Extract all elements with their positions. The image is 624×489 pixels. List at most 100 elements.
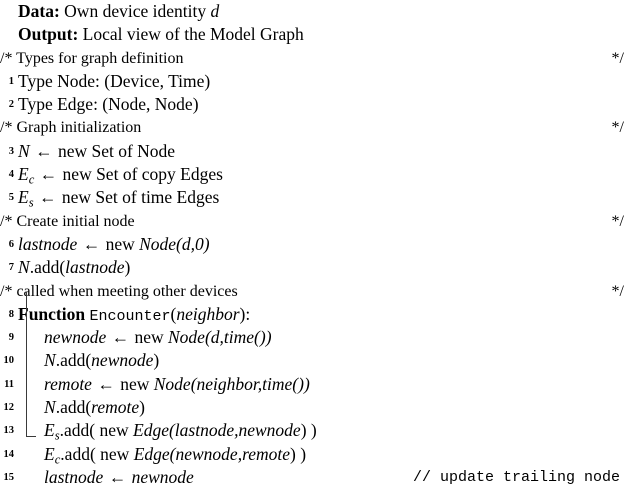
paren-open: ( [204, 327, 211, 348]
line-number-11: 11 [4, 378, 14, 390]
comment-row-init: */ /* Graph initialization [0, 116, 624, 139]
code-row-7: 7 N.add(lastnode) [0, 256, 624, 279]
code-row-9: 9 newnode ← new Node(d,time()) [0, 326, 624, 349]
statement-11: remote ← new Node(neighbor,time()) [44, 373, 310, 396]
kw-new: new [134, 327, 164, 348]
comment-called-text: called when meeting other devices [16, 282, 238, 300]
statement-3: N ← new Set of Node [18, 140, 175, 163]
assign-arrow: ← [82, 233, 101, 254]
var-Es: E [44, 420, 55, 441]
line-number-2: 2 [8, 99, 14, 111]
data-label: Data: [18, 1, 60, 21]
line-number-15: 15 [3, 471, 15, 483]
arg-lastnode: lastnode [65, 257, 125, 278]
kw-function: Function [18, 303, 86, 324]
var-remote: remote [44, 373, 92, 394]
line-number-6: 6 [8, 238, 14, 250]
arg-newnode: newnode [238, 420, 301, 441]
assign-arrow: ← [97, 373, 115, 394]
comment-close-marker: */ [611, 282, 624, 300]
var-Es: E [18, 187, 29, 208]
output-row: Output: Local view of the Model Graph [0, 23, 624, 46]
paren-close: ) [124, 257, 131, 278]
arg-d: d [210, 327, 220, 348]
statement-6: lastnode ← new Node(d,0) [18, 233, 210, 256]
call-Node: Node [139, 233, 177, 254]
paren-close: ) [139, 397, 145, 418]
comment-close-marker: */ [611, 119, 624, 137]
line-number-5: 5 [8, 192, 14, 204]
arg-time: time [262, 373, 293, 394]
statement-5-rhs: new Set of time Edges [61, 187, 220, 208]
statement-10: N.add(newnode) [44, 349, 159, 372]
data-line: Data: Own device identity d [18, 0, 219, 23]
data-var: d [210, 1, 220, 21]
arg-sep: , [219, 327, 224, 348]
assign-arrow: ← [108, 466, 127, 487]
paren-close: ) [153, 350, 160, 371]
param-neighbor: neighbor [176, 303, 240, 324]
comment-row-called: *//* called when meeting other devices [0, 280, 624, 303]
assign-arrow: ← [35, 140, 53, 161]
line-number-12: 12 [3, 402, 15, 414]
var-lastnode: lastnode [44, 466, 104, 487]
code-row-6: 6 lastnode ← new Node(d,0) [0, 233, 624, 256]
line-number-8: 8 [8, 308, 14, 320]
var-N: N [18, 140, 30, 161]
statement-3-rhs: new Set of Node [57, 140, 176, 161]
arg-remote: remote [242, 443, 291, 464]
comment-create: */ /* Create initial node [0, 212, 624, 230]
line-number-7: 7 [8, 262, 14, 274]
comment-init-text: Graph initialization [16, 119, 142, 137]
statement-9: newnode ← new Node(d,time()) [44, 326, 272, 349]
code-row-5: 5 Es ← new Set of time Edges [0, 186, 624, 210]
comment-open-marker: /* [0, 119, 13, 137]
data-text: Own device identity [64, 1, 207, 21]
statement-1: Type Node: (Device, Time) [18, 70, 211, 91]
arg-time: time [223, 327, 255, 348]
comment-types-text: Types for graph definition [16, 49, 184, 67]
var-N: N [18, 257, 30, 278]
paren-open: ( [168, 420, 175, 441]
trailing-comment: // update trailing node [412, 468, 620, 486]
call-Node-args: (d,0) [176, 233, 210, 254]
comment-close-marker: */ [611, 212, 624, 230]
arg-remote: remote [91, 397, 140, 418]
line-number-1: 1 [8, 75, 14, 87]
arg-sep: , [234, 420, 239, 441]
paren-close: ) ) [290, 443, 307, 464]
statement-15: lastnode ← newnode [44, 466, 194, 489]
comment-row-create: */ /* Create initial node [0, 210, 624, 233]
code-row-4: 4 Ec ← new Set of copy Edges [0, 163, 624, 187]
arg-time-parens: () [254, 327, 266, 348]
function-name-encounter: Encounter [89, 307, 171, 325]
code-row-14: 14 Ec.add( new Edge(newnode,remote) ) [0, 443, 624, 467]
statement-5: Es ← new Set of time Edges [18, 186, 219, 215]
var-N: N [44, 350, 56, 371]
var-Es-subscript: s [54, 428, 60, 443]
arg-sep: , [257, 373, 263, 394]
method-add-new: .add( new [60, 443, 134, 464]
comment-create-text: Create initial node [16, 212, 135, 230]
paren-close: ) ) [300, 420, 317, 441]
statement-4-rhs: new Set of copy Edges [62, 164, 223, 185]
line-number-9: 9 [8, 332, 14, 344]
line-number-14: 14 [3, 448, 15, 460]
output-text: Local view of the Model Graph [82, 24, 304, 45]
statement-4: Ec ← new Set of copy Edges [18, 163, 223, 192]
call-Edge: Edge [133, 420, 169, 441]
arg-lastnode: lastnode [174, 420, 235, 441]
comment-init: */ /* Graph initialization [0, 119, 624, 137]
statement-13: Es.add( new Edge(lastnode,newnode) ) [44, 419, 317, 448]
var-newnode: newnode [44, 327, 107, 348]
line-number-3: 3 [8, 145, 14, 157]
assign-arrow: ← [39, 164, 58, 185]
statement-7: N.add(lastnode) [18, 256, 130, 279]
statement-8: Function Encounter(neighbor): [18, 303, 250, 328]
paren-close: ) [265, 327, 272, 348]
comment-types: *//* Types for graph definition [0, 49, 624, 67]
comment-open-marker: /* [0, 212, 13, 230]
code-row-13: 13 Es.add( new Edge(lastnode,newnode) ) [0, 419, 624, 443]
method-add: .add( [29, 257, 66, 278]
line-number-13: 13 [3, 425, 15, 437]
